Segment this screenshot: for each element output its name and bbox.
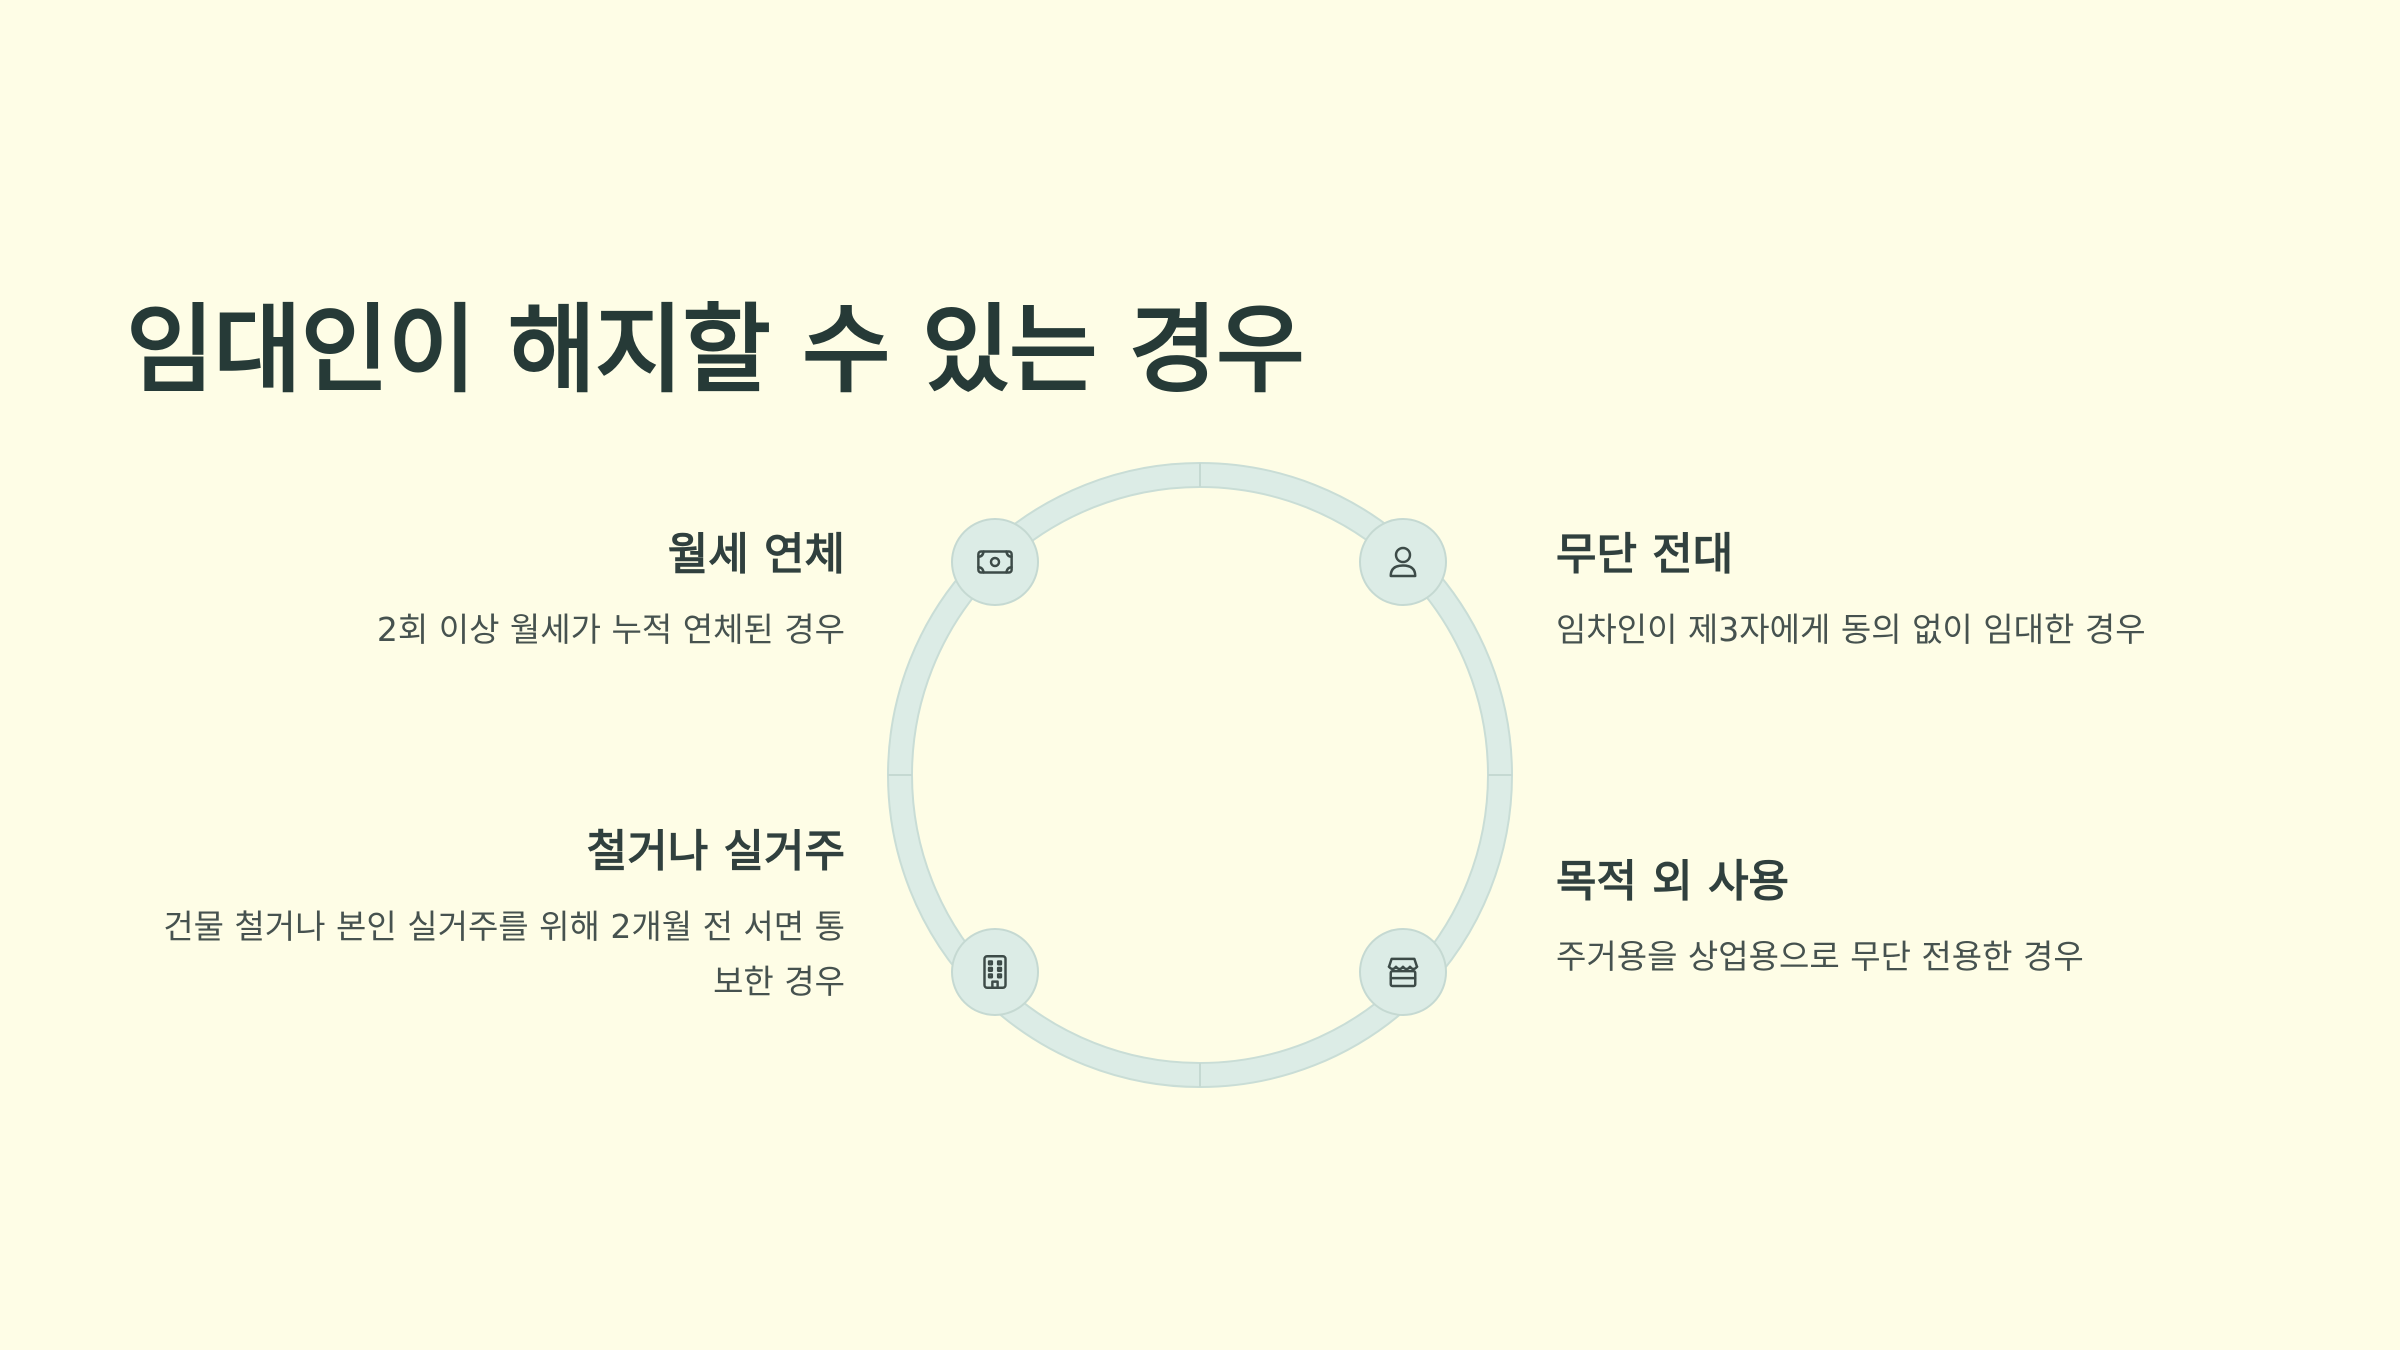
cycle-ring <box>887 462 1513 1088</box>
item-rent-arrears: 월세 연체 2회 이상 월세가 누적 연체된 경우 <box>145 518 845 657</box>
item-heading: 목적 외 사용 <box>1556 856 1790 907</box>
item-description: 주거용을 상업용으로 무단 전용한 경우 <box>1556 937 2084 976</box>
item-description: 2회 이상 월세가 누적 연체된 경우 <box>376 610 845 649</box>
store-icon <box>1359 928 1447 1016</box>
item-description: 임차인이 제3자에게 동의 없이 임대한 경우 <box>1556 610 2146 649</box>
item-description-line-2: 보한 경우 <box>713 962 845 1001</box>
banknote-icon <box>951 518 1039 606</box>
item-description-line-1: 건물 철거나 본인 실거주를 위해 2개월 전 서면 통 <box>163 907 845 946</box>
item-demolition-residence: 철거나 실거주 건물 철거나 본인 실거주를 위해 2개월 전 서면 통 보한 … <box>85 815 845 1009</box>
item-unauthorized-use: 목적 외 사용 주거용을 상업용으로 무단 전용한 경우 <box>1556 845 2316 984</box>
item-heading: 무단 전대 <box>1556 529 1734 580</box>
item-unauthorized-sublease: 무단 전대 임차인이 제3자에게 동의 없이 임대한 경우 <box>1556 518 2316 657</box>
item-description: 건물 철거나 본인 실거주를 위해 2개월 전 서면 통 보한 경우 <box>85 899 845 1009</box>
item-heading: 월세 연체 <box>667 529 845 580</box>
page-title: 임대인이 해지할 수 있는 경우 <box>126 294 1305 406</box>
item-heading: 철거나 실거주 <box>586 826 845 877</box>
user-icon <box>1359 518 1447 606</box>
building-icon <box>951 928 1039 1016</box>
